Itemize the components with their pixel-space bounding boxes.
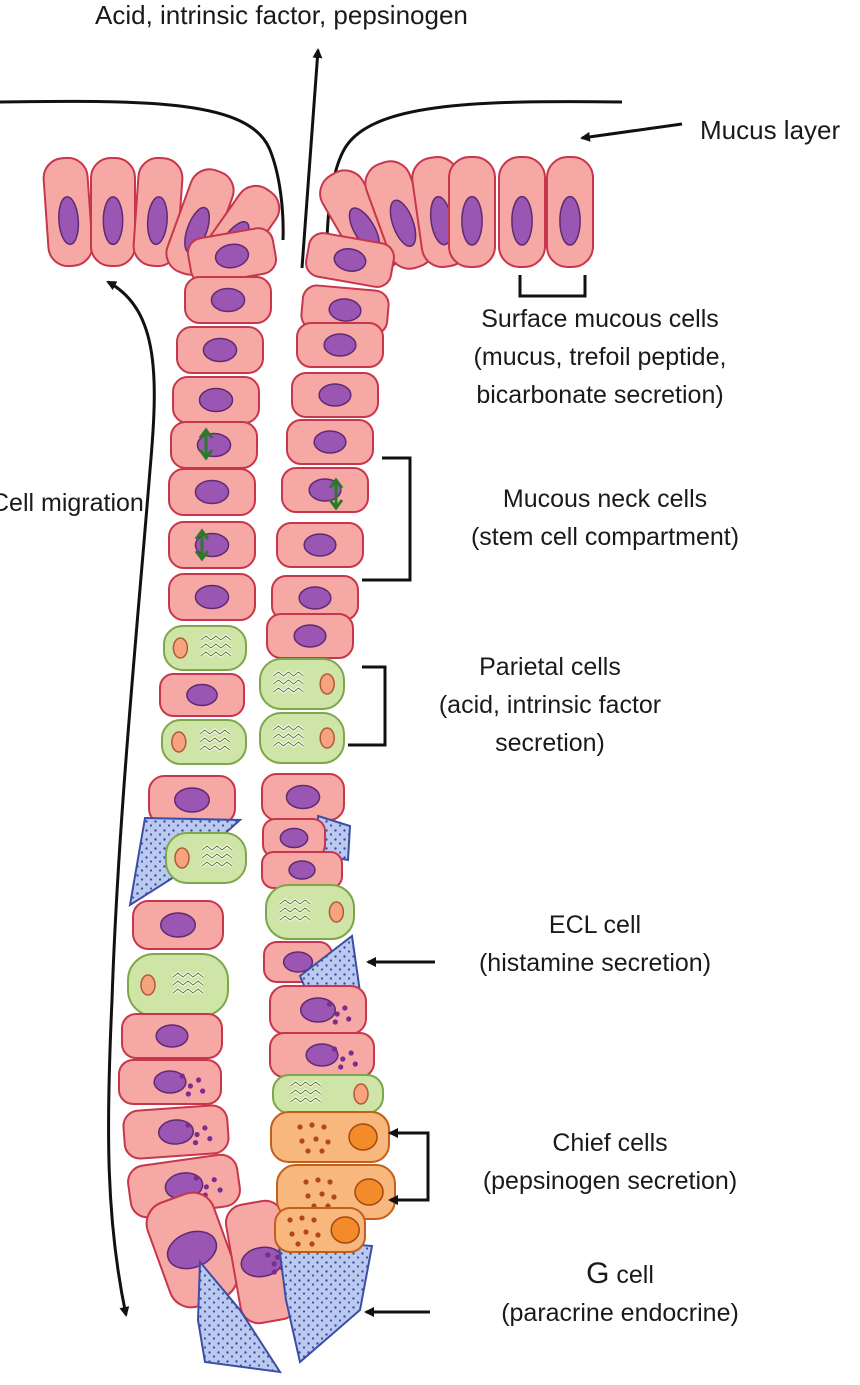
ecl-cell <box>276 1236 374 1364</box>
cell-migration-arrow <box>106 280 156 1317</box>
mucus-layer-left <box>0 99 285 241</box>
surface-mucous-cell <box>165 168 235 276</box>
epithelial-cell <box>122 1104 230 1160</box>
parietal-line-2: (acid, intrinsic factor <box>438 691 662 719</box>
epithelial-cell <box>176 326 264 374</box>
ecl-cell <box>196 1259 283 1374</box>
parietal-cell <box>165 832 247 884</box>
surface-line-3: bicarbonate secretion) <box>476 381 724 409</box>
g-cell-line-2: (paracrine endocrine) <box>501 1299 739 1327</box>
ecl-line-1: ECL cell <box>548 911 642 939</box>
g-cell-word: cell <box>609 1261 654 1289</box>
epithelial-cell <box>276 522 364 568</box>
epithelial-cell <box>266 613 354 659</box>
stem-cell-division-arrow <box>328 477 344 511</box>
epithelial-cell <box>296 322 384 368</box>
epithelial-cell <box>168 468 256 516</box>
surface-mucous-cell <box>546 156 594 268</box>
epithelial-cell <box>132 900 224 950</box>
epithelial-cell <box>305 232 395 288</box>
parietal-cell <box>161 719 247 765</box>
surface-mucous-cell <box>90 157 136 267</box>
neck-line-1: Mucous neck cells <box>502 485 708 513</box>
epithelial-cell <box>172 376 260 424</box>
top-secretion-label: Acid, intrinsic factor, pepsinogen <box>95 0 468 30</box>
surface-line-2: (mucus, trefoil peptide, <box>473 343 727 371</box>
chief-line-2: (pepsinogen secretion) <box>482 1167 738 1195</box>
chief-cell <box>270 1111 390 1163</box>
epithelial-cell <box>281 467 369 513</box>
epithelial-cell <box>168 573 256 621</box>
parietal-cell <box>259 712 345 764</box>
parietal-cell <box>127 953 229 1017</box>
mucus-layer-label: Mucus layer <box>700 115 841 145</box>
chief-cell <box>274 1207 366 1253</box>
mucus-layer-pointer <box>580 122 683 142</box>
surface-cells-bracket <box>518 275 587 298</box>
parietal-cell <box>259 658 345 710</box>
parietal-line-3: secretion) <box>495 729 605 757</box>
epithelial-cell <box>184 276 272 324</box>
surface-mucous-cell <box>498 156 546 268</box>
surface-mucous-cell <box>448 156 496 268</box>
epithelial-cell <box>148 775 236 825</box>
surface-mucous-label: Surface mucous cells (mucus, trefoil pep… <box>420 300 780 414</box>
epithelial-cell <box>168 521 256 569</box>
parietal-cell <box>163 625 247 671</box>
epithelial-cell <box>269 985 367 1035</box>
epithelial-cell <box>121 1013 223 1059</box>
parietal-cell <box>265 884 355 940</box>
ecl-line-2: (histamine secretion) <box>478 949 712 977</box>
surface-mucous-cell <box>42 156 94 268</box>
epithelial-cell <box>269 1032 375 1078</box>
epithelial-cell <box>159 673 245 717</box>
secretion-arrow <box>300 48 323 269</box>
parietal-cells-bracket <box>348 665 387 747</box>
epithelial-cell <box>261 773 345 821</box>
epithelial-cell <box>286 419 374 465</box>
g-cell-line-1: G cell <box>440 1255 800 1294</box>
surface-line-1: Surface mucous cells <box>481 305 719 333</box>
parietal-cell <box>272 1074 384 1114</box>
stem-cell-division-arrow <box>198 427 214 461</box>
chief-cells-bracket <box>392 1131 430 1202</box>
g-letter: G <box>586 1257 610 1290</box>
g-cell-label: G cell (paracrine endocrine) <box>440 1255 800 1332</box>
epithelial-cell <box>262 818 326 858</box>
epithelial-cell <box>291 372 379 418</box>
epithelial-cell <box>170 421 258 469</box>
neck-line-2: (stem cell compartment) <box>470 523 740 551</box>
chief-label: Chief cells (pepsinogen secretion) <box>430 1124 790 1200</box>
mucous-neck-label: Mucous neck cells (stem cell compartment… <box>425 480 785 556</box>
cell-migration-label: Cell migration <box>0 489 144 517</box>
stem-cell-division-arrow <box>194 528 210 562</box>
epithelial-cell <box>118 1059 222 1105</box>
ecl-label: ECL cell (histamine secretion) <box>415 906 775 982</box>
neck-cells-bracket <box>362 456 412 582</box>
epithelial-cell <box>261 851 343 889</box>
parietal-line-1: Parietal cells <box>479 653 621 681</box>
epithelial-cell <box>186 227 278 285</box>
chief-line-1: Chief cells <box>552 1129 668 1157</box>
parietal-label: Parietal cells (acid, intrinsic factor s… <box>370 648 730 762</box>
